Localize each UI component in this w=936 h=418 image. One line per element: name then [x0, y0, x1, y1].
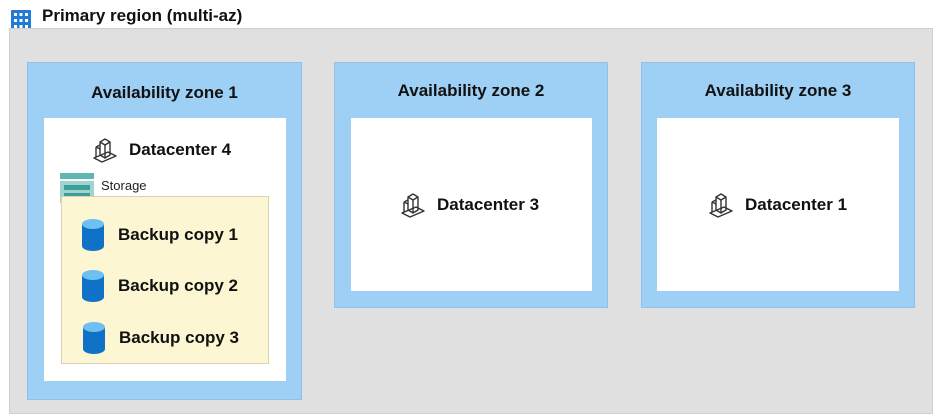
- zone-title: Availability zone 2: [397, 81, 545, 100]
- region-title: Primary region (multi-az): [42, 6, 243, 25]
- datacenter-panel: Datacenter 3: [351, 118, 592, 291]
- datacenter-item: Datacenter 3: [399, 191, 539, 219]
- availability-zone-2: Availability zone 2 Datacenter 3: [334, 62, 608, 308]
- database-icon: [82, 219, 104, 251]
- datacenter-icon: [93, 138, 117, 163]
- zone-title: Availability zone 1: [91, 83, 238, 102]
- datacenter-label: Datacenter 4: [129, 140, 232, 159]
- backup-copy-item: Backup copy 1: [82, 219, 238, 251]
- backup-copy-item: Backup copy 3: [83, 322, 239, 354]
- availability-zone-1: Availability zone 1 Datacenter 4: [27, 62, 302, 400]
- backup-copy-label: Backup copy 2: [118, 276, 238, 295]
- database-icon: [83, 322, 105, 354]
- backup-copy-item: Backup copy 2: [82, 270, 238, 302]
- datacenter-item: Datacenter 4: [91, 136, 231, 164]
- datacenter-item: Datacenter 1: [707, 191, 847, 219]
- datacenter-panel: Datacenter 4 Storage Backup copy 1: [44, 118, 286, 381]
- zone-title: Availability zone 3: [704, 81, 852, 100]
- storage-container: Backup copy 1 Backup copy 2 Backup copy …: [61, 196, 269, 364]
- datacenter-label: Datacenter 1: [745, 195, 848, 214]
- datacenter-icon: [709, 193, 733, 218]
- database-icon: [82, 270, 104, 302]
- backup-copy-label: Backup copy 1: [118, 225, 238, 244]
- backup-copy-label: Backup copy 3: [119, 328, 239, 347]
- availability-zone-3: Availability zone 3 Datacenter 1: [641, 62, 915, 308]
- datacenter-panel: Datacenter 1: [657, 118, 899, 291]
- datacenter-icon: [401, 193, 425, 218]
- storage-label: Storage: [101, 178, 147, 193]
- datacenter-label: Datacenter 3: [437, 195, 540, 214]
